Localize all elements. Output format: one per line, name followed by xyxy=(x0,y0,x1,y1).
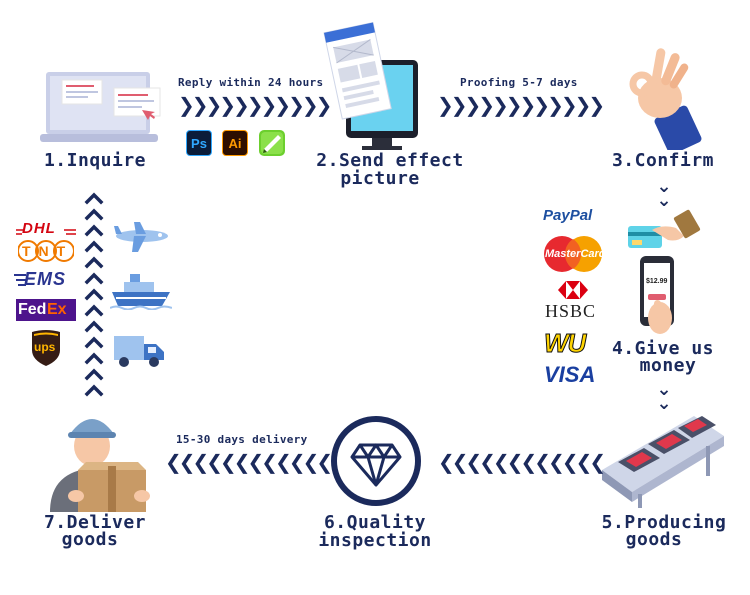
conveyor-production-icon xyxy=(598,410,728,510)
step-5-producing-label-line1: 5.Producing xyxy=(601,512,727,533)
delivery-worker-icon xyxy=(42,404,152,512)
step-4-give-money-label-line1: 4.Give us xyxy=(611,338,715,359)
mastercard-logo xyxy=(542,235,604,273)
mastercard-logo-text: MasterCard xyxy=(545,248,606,260)
hsbc-logo: HSBC xyxy=(545,301,597,321)
tnt-logo: TNT xyxy=(22,243,74,259)
dhl-logo: DHL xyxy=(22,220,56,237)
illustrator-icon: Ai xyxy=(222,130,248,156)
paypal-logo: PayPal xyxy=(543,207,593,224)
laptop-icon xyxy=(38,70,168,145)
dhl-stripes xyxy=(16,224,76,236)
airplane-icon xyxy=(110,218,170,254)
fedex-logo-bg xyxy=(16,299,76,321)
step-2-send-effect-label-line1: 2.Send effect xyxy=(316,150,464,171)
step-3-confirm-label: 3.Confirm xyxy=(611,150,715,171)
fedex-logo-fed: Fed xyxy=(18,301,47,318)
flow-arrows-2-3: ❯❯❯❯❯❯❯❯❯❯❯❯ xyxy=(437,93,605,117)
flow-arrows-5-6: ❮❮❮❮❮❮❮❮❮❮❮❮ xyxy=(438,450,606,474)
flow-arrows-7-up xyxy=(82,190,106,398)
visa-logo: VISA xyxy=(544,362,596,387)
step-2-send-effect-label-line2: picture xyxy=(340,168,420,189)
ems-speed-lines xyxy=(14,272,28,288)
flow-arrows-3-4: ⌄⌄ xyxy=(656,176,672,211)
step-7-deliver-label-line2: goods xyxy=(61,529,119,550)
ems-logo: EMS xyxy=(24,269,67,289)
truck-icon xyxy=(112,330,166,370)
western-union-logo: WU xyxy=(543,328,586,359)
ups-logo: ups xyxy=(34,340,56,354)
ship-icon xyxy=(109,270,173,311)
hsbc-hexagon-icon xyxy=(558,281,588,299)
fedex-logo-ex: Ex xyxy=(47,301,67,318)
reply-time-note: Reply within 24 hours xyxy=(178,76,324,89)
flow-arrows-6-7: ❮❮❮❮❮❮❮❮❮❮❮❮ xyxy=(165,450,333,474)
photoshop-icon: Ps xyxy=(186,130,212,156)
coreldraw-icon xyxy=(258,129,286,157)
phone-price-text: $12.99 xyxy=(646,278,668,285)
flow-arrows-1-2: ❯❯❯❯❯❯❯❯❯❯❯ xyxy=(178,93,332,117)
step-1-inquire-label: 1.Inquire xyxy=(43,150,147,171)
mobile-payment-icon xyxy=(624,208,704,338)
ups-shield-icon xyxy=(30,330,62,366)
delivery-time-note: 15-30 days delivery xyxy=(176,433,308,446)
step-7-deliver-label-line1: 7.Deliver xyxy=(43,512,147,533)
step-5-producing-label-line2: goods xyxy=(625,529,683,550)
step-4-give-money-label-line2: money xyxy=(639,355,697,376)
proofing-time-note: Proofing 5-7 days xyxy=(460,76,578,89)
ok-hand-icon xyxy=(620,40,710,155)
monitor-mockup-icon xyxy=(322,21,432,152)
flow-arrows-4-5: ⌄⌄ xyxy=(656,379,672,414)
diamond-quality-icon xyxy=(330,415,422,507)
step-6-quality-label: 6.Quality inspection xyxy=(318,512,432,551)
